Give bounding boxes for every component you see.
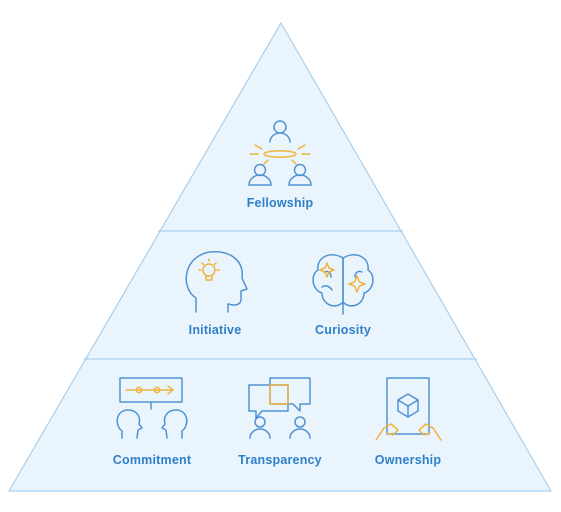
initiative-label: Initiative	[189, 323, 242, 337]
fellowship-label: Fellowship	[247, 196, 314, 210]
transparency-label: Transparency	[238, 453, 322, 467]
people-chat-icon	[248, 377, 311, 439]
commitment-label: Commitment	[113, 453, 192, 467]
people-gathering-icon	[248, 120, 312, 186]
two-people-agreement-icon	[116, 377, 188, 439]
brain-sparkle-icon	[312, 254, 374, 315]
head-lightbulb-icon	[185, 251, 248, 313]
hands-holding-box-icon	[375, 377, 442, 441]
curiosity-label: Curiosity	[315, 323, 371, 337]
ownership-label: Ownership	[375, 453, 442, 467]
pyramid-shape	[7, 21, 553, 492]
